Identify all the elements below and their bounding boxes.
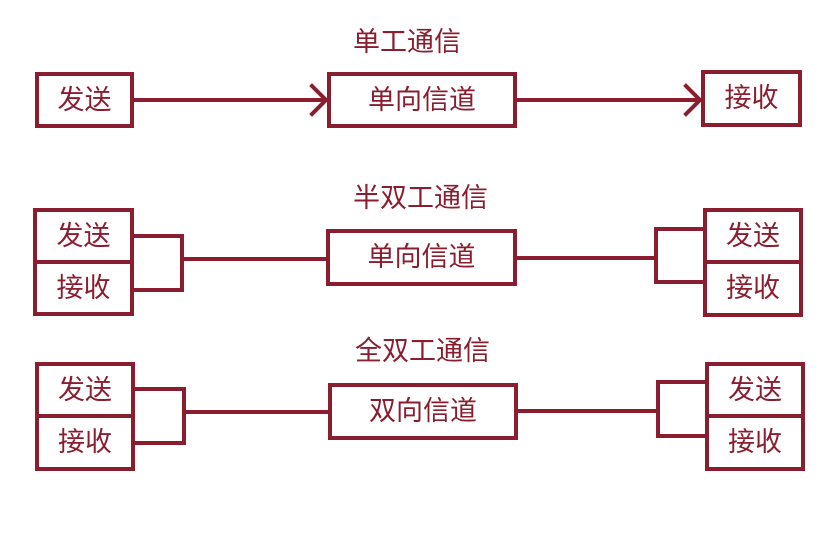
simplex-sender-box: 发送 <box>35 72 134 128</box>
full-duplex-right-recv-label: 接收 <box>728 427 782 458</box>
full-duplex-left-bracket <box>131 387 186 445</box>
full-duplex-left-send-label: 发送 <box>58 374 112 406</box>
half-duplex-left-send-label: 发送 <box>56 220 111 252</box>
simplex-channel-label: 单向信道 <box>368 84 476 116</box>
full-duplex-title: 全双工通信 <box>355 336 490 367</box>
full-duplex-left-recv-label: 接收 <box>58 427 112 458</box>
full-duplex-right-send-label: 发送 <box>728 374 782 406</box>
simplex-channel-box: 单向信道 <box>327 72 517 128</box>
half-duplex-channel-box: 单向信道 <box>326 229 517 286</box>
simplex-title: 单工通信 <box>353 27 461 58</box>
simplex-arrowhead-1 <box>309 83 329 117</box>
half-duplex-left-bracket <box>131 234 184 292</box>
half-duplex-right-send-label: 发送 <box>726 220 780 252</box>
full-duplex-left-send-box: 发送 <box>35 362 135 418</box>
half-duplex-right-recv-label: 接收 <box>726 273 780 304</box>
simplex-arrowhead-2 <box>683 83 703 117</box>
half-duplex-left-send-box: 发送 <box>33 208 134 264</box>
half-duplex-right-recv-box: 接收 <box>703 260 803 317</box>
full-duplex-left-recv-box: 接收 <box>35 414 135 471</box>
simplex-sender-label: 发送 <box>57 84 112 116</box>
simplex-receiver-box: 接收 <box>701 70 802 127</box>
full-duplex-right-bracket <box>656 380 709 438</box>
half-duplex-right-bracket <box>654 227 707 284</box>
half-duplex-left-recv-box: 接收 <box>33 260 134 316</box>
full-duplex-right-send-box: 发送 <box>705 362 805 418</box>
half-duplex-right-send-box: 发送 <box>703 208 803 264</box>
full-duplex-right-recv-box: 接收 <box>705 414 805 471</box>
half-duplex-title: 半双工通信 <box>353 183 488 214</box>
full-duplex-channel-label: 双向信道 <box>369 396 477 427</box>
half-duplex-left-recv-label: 接收 <box>56 272 111 304</box>
half-duplex-channel-label: 单向信道 <box>367 242 476 273</box>
full-duplex-channel-box: 双向信道 <box>328 383 518 440</box>
simplex-receiver-label: 接收 <box>724 83 779 114</box>
